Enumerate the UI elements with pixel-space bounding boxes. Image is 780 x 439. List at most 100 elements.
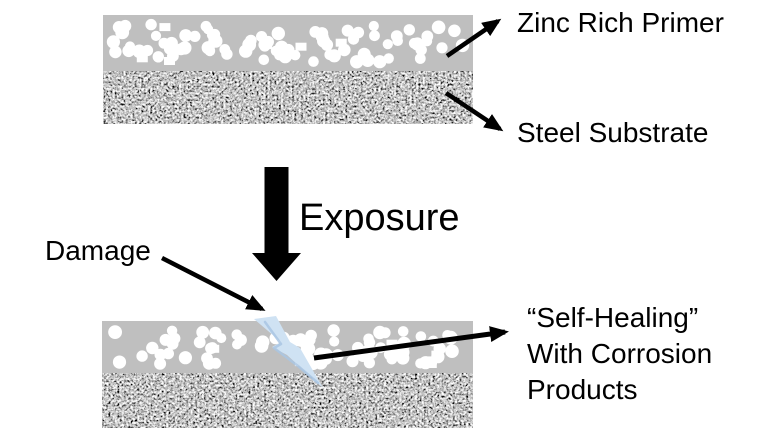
zinc-particle-flake <box>208 344 220 353</box>
zinc-primer-pointer-arrow <box>445 18 502 58</box>
zinc-particle <box>242 37 257 52</box>
coating-section-after <box>102 316 509 428</box>
zinc-particle <box>112 355 127 369</box>
damage-label: Damage <box>45 235 151 266</box>
zinc-particle <box>290 50 301 61</box>
zinc-particle <box>106 35 120 49</box>
zinc-particle <box>154 348 167 361</box>
zinc-particle <box>317 31 329 44</box>
zinc-particle-flake <box>159 23 171 32</box>
zinc-particle <box>379 327 391 339</box>
zinc-particle <box>293 333 308 347</box>
zinc-particle <box>396 351 410 365</box>
zinc-particle <box>278 50 292 64</box>
zinc-particle <box>208 34 221 47</box>
zinc-particle <box>341 24 354 37</box>
zinc-particle-flake <box>431 350 443 359</box>
zinc-particle-flake <box>335 38 347 47</box>
self-healing-label: “Self-Healing” With Corrosion Products <box>527 300 712 408</box>
zinc-particle <box>436 42 448 54</box>
zinc-particle <box>329 336 340 347</box>
zinc-particle <box>357 47 371 61</box>
zinc-particle <box>154 357 167 370</box>
zinc-particle-flake <box>295 42 307 51</box>
zinc-particle <box>327 49 341 63</box>
zinc-rich-primer-label: Zinc Rich Primer <box>517 7 724 38</box>
zinc-particle <box>232 339 242 350</box>
zinc-particle <box>179 29 193 42</box>
zinc-particle <box>415 44 427 56</box>
zinc-particle <box>347 33 360 45</box>
zinc-particle <box>109 45 122 59</box>
steel-substrate-layer-before <box>103 71 473 124</box>
zinc-particle <box>193 336 206 349</box>
zinc-particle <box>141 44 154 57</box>
zinc-particle <box>338 43 351 57</box>
zinc-particle-flake <box>386 339 398 348</box>
zinc-particle <box>150 30 162 41</box>
zinc-particle <box>112 21 126 34</box>
zinc-particle <box>448 24 461 38</box>
zinc-particle <box>166 337 179 350</box>
zinc-particle <box>369 30 380 42</box>
zinc-particle <box>146 341 159 355</box>
zinc-particle <box>219 44 231 55</box>
steel-substrate-pointer-arrow <box>444 91 504 132</box>
steel-substrate-layer-after <box>102 373 473 428</box>
zinc-particle <box>108 325 122 339</box>
zinc-particle <box>178 351 192 365</box>
zinc-particle <box>445 344 459 359</box>
zinc-particle-flake <box>261 41 273 50</box>
zinc-particles-before <box>106 18 470 69</box>
zinc-particle <box>256 335 270 349</box>
zinc-particle <box>136 350 148 362</box>
zinc-particle <box>152 51 164 63</box>
zinc-particle <box>383 347 397 361</box>
coating-section-before <box>103 15 473 124</box>
zinc-particle <box>415 331 427 342</box>
zinc-particle-flake <box>136 54 148 63</box>
zinc-particle <box>327 324 340 337</box>
crack-lightning-bolt <box>254 316 323 388</box>
zinc-particle <box>397 326 409 337</box>
zinc-particle <box>122 44 135 58</box>
damage-pointer-arrow <box>160 255 266 312</box>
zinc-particle <box>368 20 379 32</box>
self-healing-label-line1: “Self-Healing” <box>527 302 699 333</box>
exposure-label: Exposure <box>299 197 460 239</box>
zinc-particle <box>256 30 268 43</box>
crack-inner-streak <box>263 320 320 385</box>
zinc-particle <box>270 45 282 57</box>
zinc-particle <box>231 329 243 341</box>
zinc-particle <box>209 326 222 340</box>
zinc-particle <box>415 358 426 369</box>
exposure-down-arrow <box>252 167 301 281</box>
zinc-particle <box>271 26 285 41</box>
zinc-particle <box>196 325 210 339</box>
self-healing-pointer-arrow <box>313 326 509 361</box>
self-healing-label-line3: Products <box>527 374 638 405</box>
zinc-particle <box>414 53 426 64</box>
zinc-particle <box>392 35 404 46</box>
zinc-particle <box>204 45 216 57</box>
steel-substrate-label: Steel Substrate <box>517 117 709 148</box>
zinc-particle <box>166 325 178 336</box>
zinc-particle <box>189 30 201 42</box>
zinc-particle <box>346 355 359 368</box>
zinc-particle <box>145 18 157 31</box>
zinc-particle <box>158 37 170 49</box>
zinc-particle <box>201 352 213 365</box>
zinc-particle <box>373 55 387 69</box>
zinc-particle <box>301 342 316 356</box>
zinc-particle <box>258 54 270 66</box>
zinc-particle <box>403 24 415 36</box>
zinc-particle <box>203 24 214 35</box>
zinc-particle <box>175 43 187 56</box>
self-healing-label-line2: With Corrosion <box>527 338 713 369</box>
zinc-particle-flake <box>425 360 437 368</box>
zinc-particle <box>308 56 319 67</box>
zinc-particle-flake <box>164 57 175 65</box>
zinc-particle <box>382 39 393 50</box>
